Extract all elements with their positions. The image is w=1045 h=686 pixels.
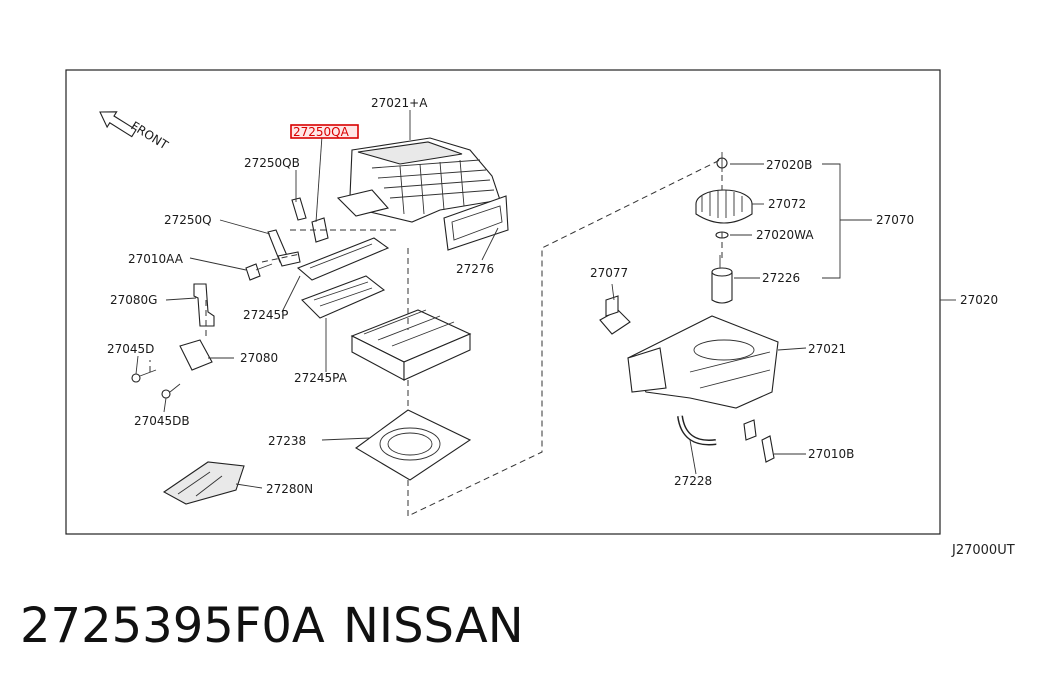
heater-case-part <box>336 137 501 223</box>
callout-27245PA[interactable]: 27245PA <box>294 371 348 385</box>
callout-27070[interactable]: 27070 <box>876 213 914 227</box>
callout-27010B[interactable]: 27010B <box>808 447 854 461</box>
callout-27021A[interactable]: 27021+A <box>371 96 428 110</box>
sensor-part <box>131 339 213 399</box>
assembly-dashed-lines <box>149 159 723 517</box>
blower-motor-part <box>711 255 733 304</box>
callout-27077[interactable]: 27077 <box>590 266 628 280</box>
resistor-part <box>599 295 631 335</box>
callout-27072[interactable]: 27072 <box>768 197 806 211</box>
part-number-caption: 2725395F0A <box>20 598 325 654</box>
blower-housing-part <box>627 315 779 409</box>
callout-27276[interactable]: 27276 <box>456 262 494 276</box>
callout-27020WA[interactable]: 27020WA <box>756 228 814 242</box>
panel-part <box>443 195 509 251</box>
diagram-frame <box>65 69 941 535</box>
front-label: FRONT <box>128 119 171 153</box>
filter-cover-2-part <box>301 275 386 319</box>
callout-27080[interactable]: 27080 <box>240 351 278 365</box>
actuator-link-parts <box>267 197 329 267</box>
highlight-box <box>290 124 359 139</box>
callout-27020[interactable]: 27020 <box>960 293 998 307</box>
callout-labels: 27021+A 27250QA 27250QB 27250Q 27010AA 2… <box>107 96 998 496</box>
callout-27226[interactable]: 27226 <box>762 271 800 285</box>
callout-27020B[interactable]: 27020B <box>766 158 812 172</box>
seal-plate-part <box>355 409 472 481</box>
screw-2-part <box>743 419 775 463</box>
air-filter-part <box>350 309 472 381</box>
filter-cover-part <box>296 237 390 281</box>
parts-diagram: FRONT <box>65 69 998 535</box>
leader-lines <box>135 110 956 489</box>
nut-part <box>716 152 728 172</box>
callout-27250QA[interactable]: 27250QA <box>293 125 350 139</box>
screw-part <box>245 263 273 281</box>
bracket-part <box>193 283 215 327</box>
callout-27080G[interactable]: 27080G <box>110 293 157 307</box>
duct-part <box>162 461 245 505</box>
callout-27010AA[interactable]: 27010AA <box>128 252 184 266</box>
blower-fan-part <box>695 189 753 224</box>
callout-27280N[interactable]: 27280N <box>266 482 313 496</box>
brand-caption: NISSAN <box>343 598 524 654</box>
callout-27245P[interactable]: 27245P <box>243 308 288 322</box>
callout-27228[interactable]: 27228 <box>674 474 712 488</box>
callout-27250Q[interactable]: 27250Q <box>164 213 212 227</box>
callout-27021[interactable]: 27021 <box>808 342 846 356</box>
callout-27238[interactable]: 27238 <box>268 434 306 448</box>
front-arrow-icon <box>99 111 137 138</box>
diagram-code: J27000UT <box>952 543 1015 558</box>
callout-27045DB[interactable]: 27045DB <box>134 414 190 428</box>
callout-27250QB[interactable]: 27250QB <box>244 156 300 170</box>
callout-27045D[interactable]: 27045D <box>107 342 154 356</box>
drain-hose-part <box>677 415 717 446</box>
